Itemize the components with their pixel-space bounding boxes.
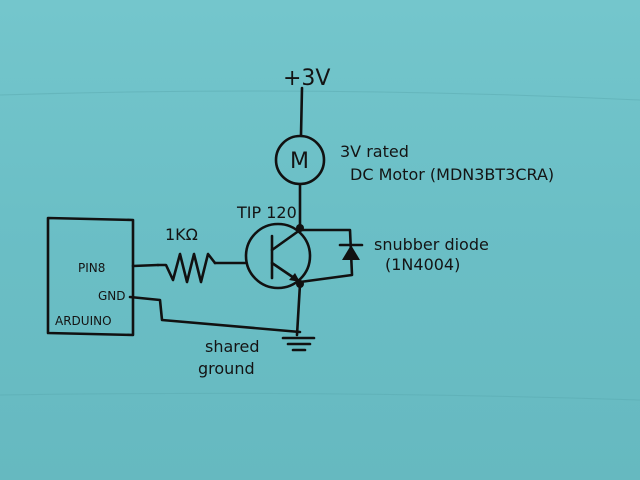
arduino-board — [46, 216, 135, 337]
transistor-symbol — [244, 222, 312, 290]
transistor-label: TIP 120 — [236, 203, 297, 222]
gnd-wire — [128, 295, 302, 334]
diode-part-label: (1N4004) — [385, 255, 460, 274]
emitter-arrow-icon — [289, 273, 300, 282]
diode-branch-wire — [298, 228, 354, 284]
paper-fold-line — [0, 90, 640, 101]
ground-note-line2: ground — [198, 359, 255, 378]
motor-model-label: DC Motor (MDN3BT3CRA) — [350, 165, 554, 184]
supply-wire — [299, 86, 304, 137]
motor-letter: M — [290, 149, 309, 174]
resistor-label: 1KΩ — [165, 225, 198, 244]
transistor-collector — [270, 228, 302, 252]
gnd-label: GND — [98, 289, 126, 303]
paper-fold-line — [0, 392, 640, 401]
diode-label: snubber diode — [374, 235, 489, 254]
snubber-diode-symbol — [342, 245, 360, 260]
pin-wire — [131, 263, 160, 268]
ground-note-line1: shared — [205, 337, 260, 356]
motor-rating-label: 3V rated — [340, 142, 409, 161]
arduino-label: ARDUINO — [55, 314, 112, 328]
emitter-wire — [295, 282, 302, 337]
pin-label: PIN8 — [78, 261, 105, 275]
resistor-symbol — [156, 252, 217, 284]
supply-label: +3V — [283, 66, 330, 91]
